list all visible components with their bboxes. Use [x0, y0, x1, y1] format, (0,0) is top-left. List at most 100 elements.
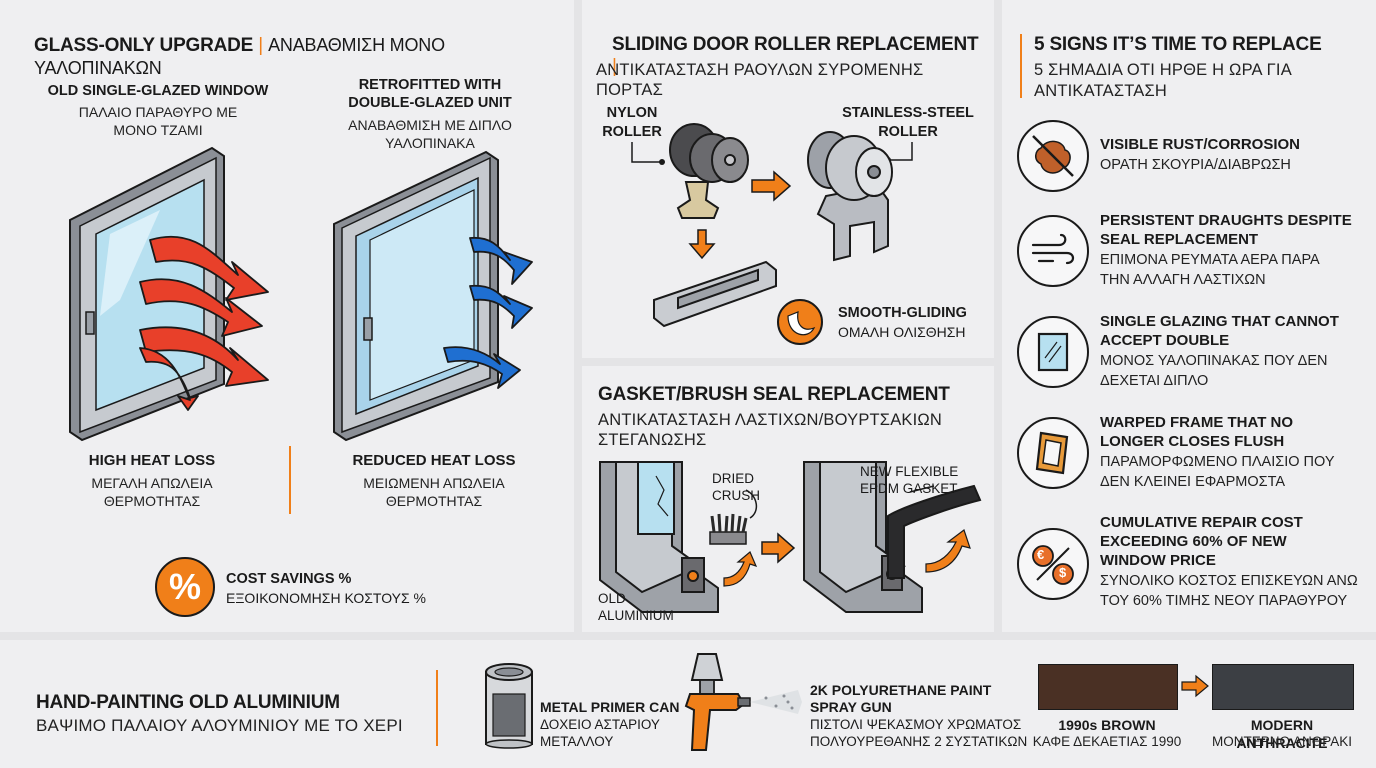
signs-title-bar: [1020, 34, 1022, 98]
sign-2-title-2: SEAL REPLACEMENT: [1100, 231, 1259, 248]
new-window-label-gr-2: ΥΑΛΟΠΙΝΑΚΑ: [385, 135, 475, 151]
anthracite-gr: ΜΟΝΤΕΡΝΟ ΑΝΘΡΑΚΙ: [1211, 734, 1353, 749]
sign-3-title-2: ACCEPT DOUBLE: [1100, 332, 1230, 349]
anthracite-label: MODERN ANTHRACITE: [1236, 717, 1328, 751]
gasket-title-gr-2: ΣΤΕΓΑΝΩΣΗΣ: [598, 431, 707, 449]
currency-icon: € $: [1017, 528, 1089, 600]
old-aluminium-label-1: OLD: [598, 591, 626, 606]
roller-illustration: [631, 123, 913, 345]
warped-frame-icon: [1017, 417, 1089, 489]
signs-title-gr-2: ΑΝΤΙΚΑΤΑΣΤΑΣΗ: [1034, 82, 1168, 100]
spray-gun-gr-1: ΠΙΣΤΟΛΙ ΨΕΚΑΣΜΟΥ ΧΡΩΜΑΤΟΣ: [810, 717, 1022, 732]
sign-1-title: VISIBLE RUST/CORROSION: [1100, 136, 1301, 153]
reduced-heat-loss-gr-2: ΘΕΡΜΟΤΗΤΑΣ: [385, 493, 483, 509]
signs-title: 5 SIGNS IT’S TIME TO REPLACE: [1034, 34, 1322, 55]
roller-title-gr: ΑΝΤΙΚΑΤΑΣΤΑΣΗ ΡΑΟΥΛΩΝ ΣΥΡΟΜΕΝΗΣ ΠΟΡΤΑΣ: [596, 61, 924, 99]
primer-label: METAL PRIMER CAN: [540, 699, 680, 715]
cool-arrow-1: [469, 236, 533, 285]
smooth-gliding-gr: ΟΜΑΛΗ ΟΛΙΣΘΗΣΗ: [838, 324, 966, 340]
high-heat-loss-gr-2: ΘΕΡΜΟΤΗΤΑΣ: [103, 493, 201, 509]
roller-title: SLIDING DOOR ROLLER REPLACEMENT |: [612, 34, 982, 78]
arrow-right-icon: [751, 170, 792, 202]
arrow-right-icon: [761, 532, 796, 564]
stainless-roller-icon: [807, 131, 893, 262]
steel-roller-label-1: STAINLESS-STEEL: [842, 105, 974, 121]
sign-4-gr-2: ΔΕΝ ΚΛΕΙΝΕΙ ΕΦΑΡΜΟΣΤΑ: [1100, 474, 1286, 490]
primer-can-icon: [485, 663, 533, 749]
brown-gr: ΚΑΦΕ ΔΕΚΑΕΤΙΑΣ 1990: [1032, 734, 1182, 749]
percent-icon: %: [155, 557, 215, 617]
primer-gr-2: ΜΕΤΑΛΛΟΥ: [540, 734, 614, 749]
old-aluminium-profile: [599, 461, 719, 613]
wind-icon: [1017, 215, 1089, 287]
glass-title-en: GLASS-ONLY UPGRADE: [34, 35, 254, 56]
heat-arrow-4: [139, 347, 199, 411]
epdm-gasket-icon: [887, 484, 982, 579]
heat-arrow-3: [139, 326, 269, 387]
nylon-roller-label-1: NYLON: [606, 105, 658, 121]
new-gasket-label-2: EPDM GASKET: [860, 481, 958, 496]
spray-gun-icon: [684, 653, 802, 751]
sign-5-title-1: CUMULATIVE REPAIR COST: [1100, 514, 1303, 531]
dollar-symbol: $: [1059, 565, 1067, 580]
dried-brush-icon: [709, 513, 748, 545]
glass-title-gr: ΑΝΑΒΑΘΜΙΣΗ ΜΟΝΟ ΥΑΛΟΠΙΝΑΚΩΝ: [34, 35, 445, 78]
title-separator: |: [612, 56, 617, 77]
rust-icon: [1017, 120, 1089, 192]
signs-title-gr-1: 5 ΣΗΜΑΔΙΑ ΟΤΙ ΗΡΘΕ Η ΩΡΑ ΓΙΑ: [1034, 61, 1292, 79]
gasket-title-gr-1: ΑΝΤΙΚΑΤΑΣΤΑΣΗ ΛΑΣΤΙΧΩΝ/ΒΟΥΡΤΣΑΚΙΩΝ: [598, 411, 943, 429]
high-heat-loss-label: HIGH HEAT LOSS: [88, 452, 216, 469]
sign-3-title-1: SINGLE GLAZING THAT CANNOT: [1100, 313, 1339, 330]
sign-5-gr-2: ΤΟΥ 60% ΤΙΜΗΣ ΝΕΟΥ ΠΑΡΑΘΥΡΟΥ: [1100, 593, 1348, 609]
sign-4-title-2: LONGER CLOSES FLUSH: [1100, 433, 1285, 450]
reduced-heat-arrows: [443, 236, 533, 389]
arrow-right-icon: [1181, 674, 1209, 698]
euro-symbol: €: [1037, 547, 1045, 562]
heat-arrow-2: [139, 278, 263, 337]
new-window-label-gr-1: ΑΝΑΒΑΘΜΙΣΗ ΜΕ ΔΙΠΛΟ: [348, 117, 512, 133]
curved-arrow-icon: [925, 529, 971, 573]
gasket-illustration: [599, 461, 982, 613]
nylon-roller-label-2: ROLLER: [602, 124, 662, 140]
old-window-label-gr-2: ΜΟΝΟ ΤΖΑΜΙ: [113, 122, 203, 138]
gasket-title: GASKET/BRUSH SEAL REPLACEMENT: [598, 384, 950, 405]
new-window-label-1: RETROFITTED WITH: [358, 77, 502, 93]
cool-arrow-2: [469, 284, 533, 329]
old-window-label-gr-1: ΠΑΛΑΙΟ ΠΑΡΑΘΥΡΟ ΜΕ: [78, 104, 238, 120]
old-window-label: OLD SINGLE-GLAZED WINDOW: [47, 83, 269, 99]
sign-4-gr-1: ΠΑΡΑΜΟΡΦΩΜΕΝΟ ΠΛΑΙΣΙΟ ΠΟΥ: [1100, 454, 1335, 470]
curved-arrow-icon: [723, 551, 758, 587]
paint-title: HAND-PAINTING OLD ALUMINIUM: [36, 692, 340, 713]
spray-gun-label-2: SPRAY GUN: [810, 699, 892, 715]
reduced-heat-loss-gr-1: ΜΕΙΩΜΕΝΗ ΑΠΩΛΕΙΑ: [363, 475, 505, 491]
roller-panel: [582, 0, 994, 358]
paint-divider: [436, 670, 438, 746]
anthracite-swatch: [1212, 664, 1354, 710]
arrow-down-icon: [688, 229, 716, 260]
heat-loss-arrows: [139, 235, 269, 411]
sign-3-gr-2: ΔΕΧΕΤΑΙ ΔΙΠΛΟ: [1100, 373, 1209, 389]
divider-line: [289, 446, 291, 514]
window-pane-icon: [1017, 316, 1089, 388]
new-gasket-label-1: NEW FLEXIBLE: [860, 464, 959, 479]
brown-swatch: [1038, 664, 1178, 710]
new-aluminium-profile: [803, 461, 982, 613]
signs-panel: [1002, 0, 1376, 632]
nylon-roller-icon: [669, 123, 749, 219]
smooth-gliding-label: SMOOTH-GLIDING: [838, 305, 967, 321]
new-window-label-2: DOUBLE-GLAZED UNIT: [348, 95, 512, 111]
roller-track-icon: [653, 260, 777, 328]
sign-5-title-3: WINDOW PRICE: [1100, 552, 1216, 569]
sign-2-gr-2: ΤΗΝ ΑΛΛΑΓΗ ΛΑΣΤΙΧΩΝ: [1100, 272, 1266, 288]
sign-5-title-2: EXCEEDING 60% OF NEW: [1100, 533, 1287, 550]
percent-symbol: %: [168, 566, 201, 607]
dried-crush-label-1: DRIED: [712, 471, 755, 486]
sign-2-title-1: PERSISTENT DRAUGHTS DESPITE: [1100, 212, 1352, 229]
heat-arrow-1: [149, 235, 269, 301]
title-separator: |: [258, 35, 264, 56]
sign-5-gr-1: ΣΥΝΟΛΙΚΟ ΚΟΣΤΟΣ ΕΠΙΣΚΕΥΩΝ ΑΝΩ: [1100, 573, 1358, 589]
spray-gun-label-1: 2K POLYURETHANE PAINT: [810, 682, 992, 698]
cost-savings-label: COST SAVINGS %: [226, 571, 352, 587]
sign-2-gr-1: ΕΠΙΜΟΝΑ ΡΕΥΜΑΤΑ ΑΕΡΑ ΠΑΡΑ: [1100, 252, 1320, 268]
brown-label: 1990s BROWN: [1058, 717, 1156, 733]
